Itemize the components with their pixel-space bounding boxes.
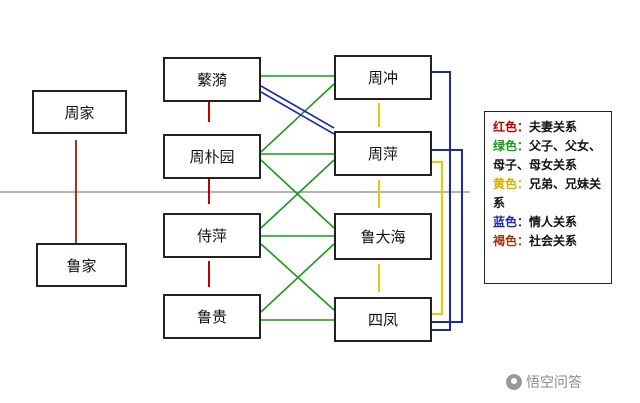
node-label: 鲁贵 [196, 308, 227, 326]
watermark: 悟空问答 [506, 372, 582, 392]
legend-row-yellow: 黄色：兄弟、兄妹关系 [493, 175, 605, 213]
node-ludahai: 鲁大海 [334, 213, 432, 260]
blue-line-fanyi-zhouping-1 [260, 85, 335, 129]
node-zhoujia: 周家 [32, 90, 127, 134]
legend-key: 蓝色： [493, 215, 530, 229]
node-label: 鲁家 [66, 256, 97, 275]
legend-desc: 社会关系 [529, 234, 578, 248]
node-label: 周家 [64, 103, 95, 122]
watermark-text: 悟空问答 [526, 375, 582, 391]
node-label: 周萍 [367, 145, 398, 163]
node-lujia: 鲁家 [36, 243, 127, 287]
legend-row-blue: 蓝色：情人关系 [493, 213, 605, 232]
legend-row-brown: 褐色：社会关系 [493, 232, 605, 251]
node-zhouping: 周萍 [334, 131, 432, 176]
node-label: 周冲 [367, 69, 398, 87]
node-sifeng: 四凤 [334, 297, 432, 342]
blue-line-zhouchong-sifeng [432, 71, 451, 331]
blue-line-zhouping-sifeng [432, 149, 463, 323]
legend: 红色：夫妻关系 绿色：父子、父女、母子、母女关系 黄色：兄弟、兄妹关系 蓝色：情… [484, 111, 612, 284]
legend-desc: 父子、父女、母子、母女关系 [493, 139, 602, 172]
node-label: 周朴园 [189, 148, 235, 166]
legend-key: 黄色： [493, 177, 530, 191]
node-lugui: 鲁贵 [163, 294, 261, 339]
node-label: 蘩漪 [196, 71, 227, 89]
node-fanyi: 蘩漪 [163, 57, 261, 102]
legend-row-green: 绿色：父子、父女、母子、母女关系 [493, 137, 605, 175]
legend-desc: 情人关系 [529, 215, 578, 229]
green-line-zhoupuyuan-zhouchong [260, 83, 335, 153]
node-label: 侍萍 [196, 227, 227, 245]
node-zhouchong: 周冲 [334, 55, 432, 100]
blue-line-fanyi-zhouping-2 [260, 91, 335, 135]
legend-key: 绿色： [493, 139, 530, 153]
legend-desc: 夫妻关系 [529, 120, 578, 134]
legend-key: 红色： [493, 120, 530, 134]
node-shiping: 侍萍 [163, 213, 261, 258]
legend-row-red: 红色：夫妻关系 [493, 118, 605, 137]
green-line-shiping-zhouping [260, 159, 335, 229]
node-zhoupuyuan: 周朴园 [163, 134, 261, 179]
wukong-logo-icon [506, 374, 522, 390]
legend-desc: 兄弟、兄妹关系 [493, 177, 602, 210]
yellow-line-zhouping-sifeng [432, 161, 443, 315]
legend-key: 褐色： [493, 234, 530, 248]
node-label: 四凤 [367, 311, 398, 329]
green-line-lugui-ludahai [260, 243, 335, 313]
node-label: 鲁大海 [360, 228, 406, 246]
